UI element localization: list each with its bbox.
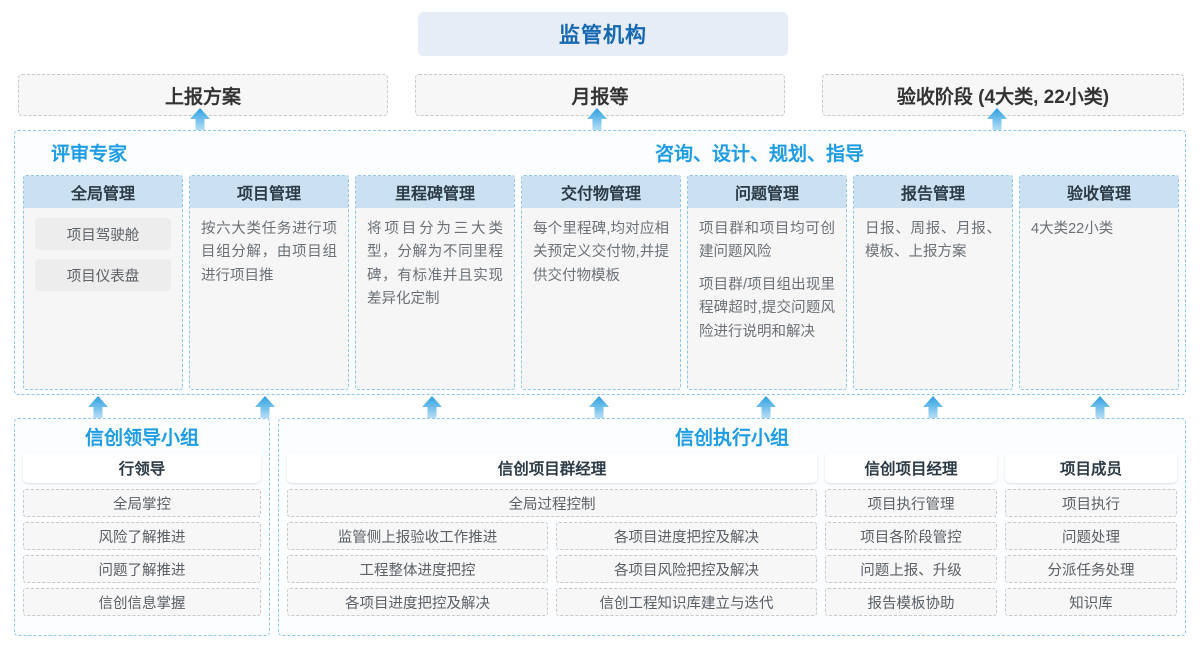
up-arrow-icon-mid-1: [254, 396, 276, 422]
management-card-body: 将项目分为三大类型，分解为不同里程碑，有标准并且实现差异化定制: [356, 208, 514, 320]
card-paragraph: 每个里程碑,均对应相关预定义交付物,并提供交付物模板: [533, 221, 669, 284]
up-arrow-icon-mid-0: [87, 396, 109, 422]
management-card-body: 每个里程碑,均对应相关预定义交付物,并提供交付物模板: [522, 208, 680, 296]
bottom-band: 信创领导小组 行领导 全局掌控风险了解推进问题了解推进信创信息掌握 信创执行小组…: [14, 418, 1186, 636]
task-item-project-manager[interactable]: 项目执行管理: [825, 489, 997, 517]
group-execution: 信创执行小组 信创项目群经理 全局过程控制 监管侧上报验收工作推进工程整体进度把…: [278, 418, 1186, 636]
management-card-body: 项目群和项目均可创建问题风险项目群/项目组出现里程碑超时,提交问题风险进行说明和…: [688, 208, 846, 352]
card-paragraph: 4大类22小类: [1031, 221, 1114, 237]
management-card-header: 验收管理: [1020, 176, 1178, 208]
middle-band: 评审专家 咨询、设计、规划、指导 全局管理项目驾驶舱项目仪表盘项目管理按六大类任…: [14, 130, 1186, 395]
task-item-program-manager[interactable]: 各项目进度把控及解决: [556, 522, 817, 550]
up-arrow-icon-top-1: [586, 108, 608, 134]
management-card-body: 日报、周报、月报、模板、上报方案: [854, 208, 1012, 273]
project-member-task-list: 项目执行问题处理分派任务处理知识库: [1005, 489, 1177, 621]
card-pill-item[interactable]: 项目仪表盘: [35, 259, 171, 291]
management-card-header: 里程碑管理: [356, 176, 514, 208]
top-box-label: 验收阶段 (4大类, 22小类): [896, 86, 1110, 108]
task-item-program-manager[interactable]: 各项目风险把控及解决: [556, 555, 817, 583]
up-arrow-icon-top-0: [189, 108, 211, 134]
program-manager-task-list-right: 各项目进度把控及解决各项目风险把控及解决信创工程知识库建立与迭代: [556, 522, 817, 621]
management-card[interactable]: 项目管理按六大类任务进行项目组分解，由项目组进行项目推: [189, 175, 349, 390]
up-arrow-icon-mid-5: [922, 396, 944, 422]
up-arrow-icon-mid-2: [421, 396, 443, 422]
middle-title-consulting: 咨询、设计、规划、指导: [655, 144, 865, 165]
management-card[interactable]: 问题管理项目群和项目均可创建问题风险项目群/项目组出现里程碑超时,提交问题风险进…: [687, 175, 847, 390]
card-paragraph: 将项目分为三大类型，分解为不同里程碑，有标准并且实现差异化定制: [367, 221, 503, 308]
management-card-body: 项目驾驶舱项目仪表盘: [24, 208, 182, 299]
management-card-header: 报告管理: [854, 176, 1012, 208]
task-item-program-manager[interactable]: 监管侧上报验收工作推进: [287, 522, 548, 550]
management-card-header: 问题管理: [688, 176, 846, 208]
management-card-header: 项目管理: [190, 176, 348, 208]
management-card[interactable]: 交付物管理每个里程碑,均对应相关预定义交付物,并提供交付物模板: [521, 175, 681, 390]
up-arrow-icon-top-2: [986, 108, 1008, 134]
column-project-member: 项目成员 项目执行问题处理分派任务处理知识库: [1005, 453, 1177, 627]
management-card[interactable]: 全局管理项目驾驶舱项目仪表盘: [23, 175, 183, 390]
arrow-row-middle: [0, 396, 1200, 422]
arrow-row-top: [0, 108, 1200, 134]
role-bank-leader[interactable]: 行领导: [23, 453, 261, 483]
role-program-manager[interactable]: 信创项目群经理: [287, 453, 817, 483]
top-box-report-plan[interactable]: 上报方案: [18, 74, 388, 116]
task-item-program-manager[interactable]: 工程整体进度把控: [287, 555, 548, 583]
group-execution-title: 信创执行小组: [674, 428, 789, 449]
task-item-leadership[interactable]: 风险了解推进: [23, 522, 261, 550]
middle-title-review-experts: 评审专家: [51, 144, 128, 165]
up-arrow-icon-mid-6: [1089, 396, 1111, 422]
column-program-manager: 信创项目群经理 全局过程控制 监管侧上报验收工作推进工程整体进度把控各项目进度把…: [287, 453, 817, 627]
up-arrow-icon-mid-3: [588, 396, 610, 422]
card-paragraph: 项目群和项目均可创建问题风险: [699, 221, 835, 261]
card-paragraph: 按六大类任务进行项目组分解，由项目组进行项目推: [201, 221, 337, 284]
regulator-label: 监管机构: [559, 24, 647, 47]
project-manager-task-list: 项目执行管理项目各阶段管控问题上报、升级报告模板协助: [825, 489, 997, 621]
task-item-project-member[interactable]: 问题处理: [1005, 522, 1177, 550]
task-item-leadership[interactable]: 问题了解推进: [23, 555, 261, 583]
card-pill-item[interactable]: 项目驾驶舱: [35, 218, 171, 250]
management-card-header: 全局管理: [24, 176, 182, 208]
regulator-box: 监管机构: [418, 12, 788, 56]
task-item-project-member[interactable]: 项目执行: [1005, 489, 1177, 517]
role-project-member[interactable]: 项目成员: [1005, 453, 1177, 483]
task-item-project-manager[interactable]: 项目各阶段管控: [825, 522, 997, 550]
management-card-body: 4大类22小类: [1020, 208, 1178, 249]
top-box-label: 月报等: [571, 86, 629, 108]
card-paragraph: 项目群/项目组出现里程碑超时,提交问题风险进行说明和解决: [699, 276, 835, 340]
management-card[interactable]: 验收管理 4大类22小类: [1019, 175, 1179, 390]
task-item-project-manager[interactable]: 问题上报、升级: [825, 555, 997, 583]
group-leadership: 信创领导小组 行领导 全局掌控风险了解推进问题了解推进信创信息掌握: [14, 418, 270, 636]
management-card[interactable]: 报告管理日报、周报、月报、模板、上报方案: [853, 175, 1013, 390]
task-global-process-control[interactable]: 全局过程控制: [287, 489, 817, 517]
task-item-leadership[interactable]: 全局掌控: [23, 489, 261, 517]
card-paragraph: 日报、周报、月报、模板、上报方案: [865, 221, 1001, 261]
role-project-manager[interactable]: 信创项目经理: [825, 453, 997, 483]
task-item-project-member[interactable]: 分派任务处理: [1005, 555, 1177, 583]
management-card-body: 按六大类任务进行项目组分解，由项目组进行项目推: [190, 208, 348, 296]
group-leadership-title: 信创领导小组: [84, 428, 199, 449]
program-manager-task-list-left: 监管侧上报验收工作推进工程整体进度把控各项目进度把控及解决: [287, 522, 548, 621]
up-arrow-icon-mid-4: [755, 396, 777, 422]
management-card-header: 交付物管理: [522, 176, 680, 208]
task-item-leadership[interactable]: 信创信息掌握: [23, 588, 261, 616]
management-card[interactable]: 里程碑管理将项目分为三大类型，分解为不同里程碑，有标准并且实现差异化定制: [355, 175, 515, 390]
top-box-label: 上报方案: [164, 86, 241, 108]
leadership-task-list: 全局掌控风险了解推进问题了解推进信创信息掌握: [23, 489, 261, 621]
top-box-row: 上报方案 月报等 验收阶段 (4大类, 22小类): [0, 74, 1200, 116]
top-box-acceptance-stage[interactable]: 验收阶段 (4大类, 22小类): [822, 74, 1184, 116]
task-item-project-manager[interactable]: 报告模板协助: [825, 588, 997, 616]
task-item-project-member[interactable]: 知识库: [1005, 588, 1177, 616]
column-project-manager: 信创项目经理 项目执行管理项目各阶段管控问题上报、升级报告模板协助: [825, 453, 997, 627]
task-item-program-manager[interactable]: 各项目进度把控及解决: [287, 588, 548, 616]
task-item-program-manager[interactable]: 信创工程知识库建立与迭代: [556, 588, 817, 616]
management-card-row: 全局管理项目驾驶舱项目仪表盘项目管理按六大类任务进行项目组分解，由项目组进行项目…: [15, 175, 1187, 390]
